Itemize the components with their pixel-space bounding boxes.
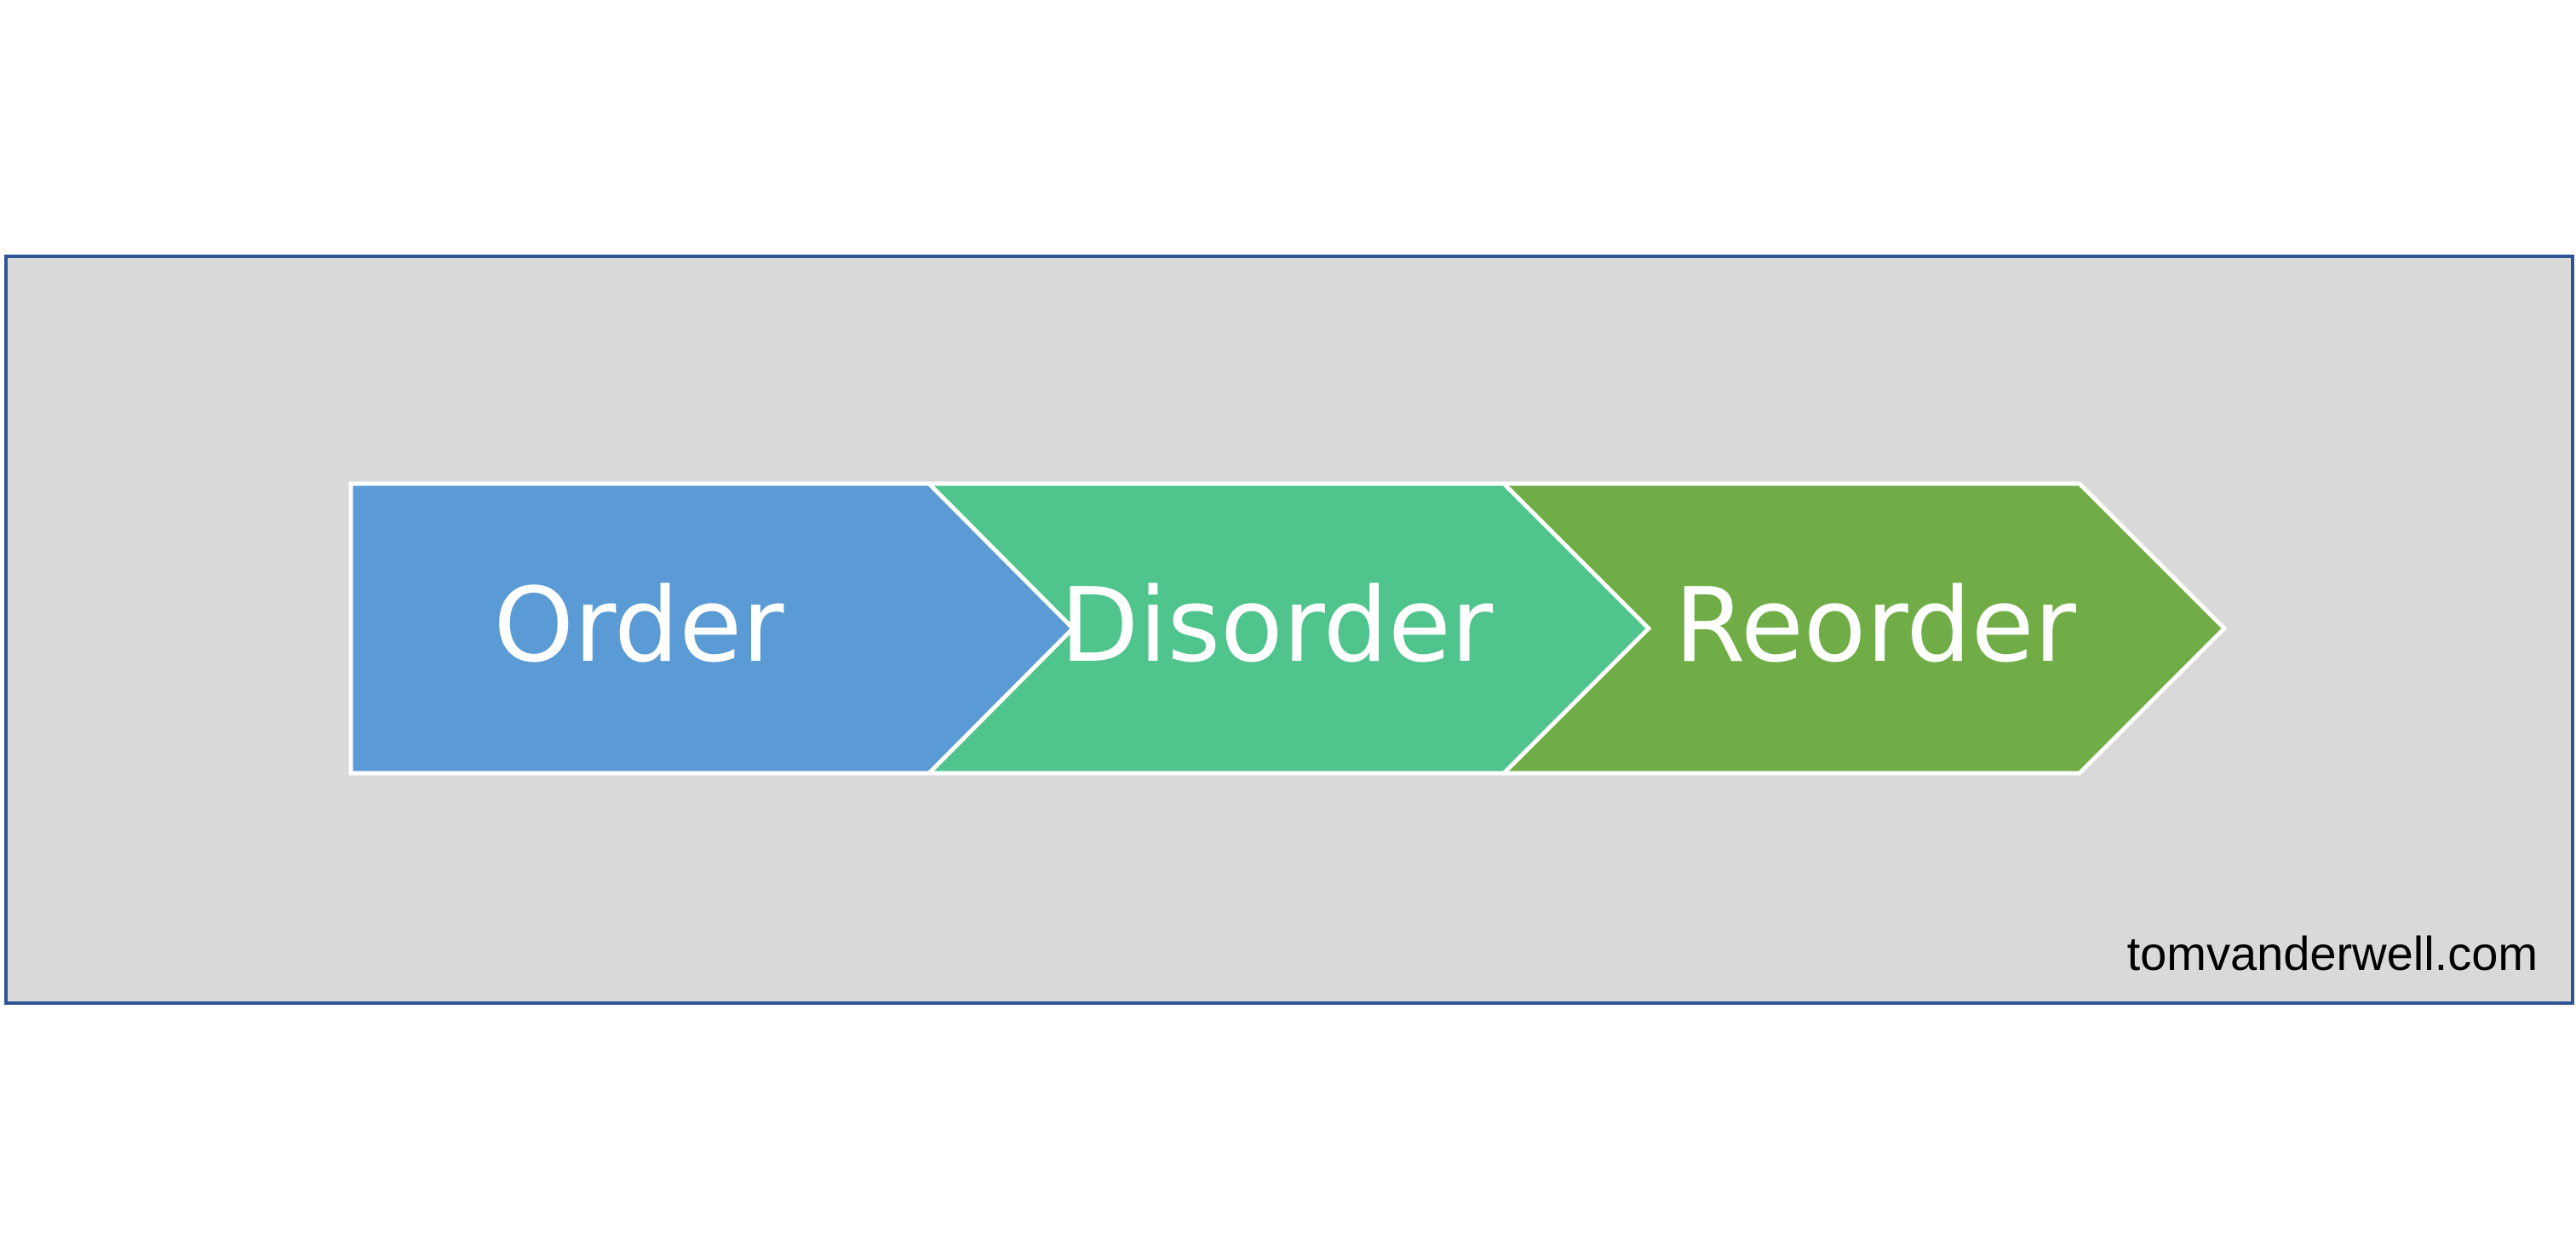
reorder-step-shape <box>1498 481 2228 776</box>
website-watermark: tomvanderwell.com <box>2126 926 2538 980</box>
reorder-step-label: Reorder <box>1674 567 2076 685</box>
order-step-label: Order <box>493 567 784 685</box>
disorder-step-label: Disorder <box>1059 567 1494 685</box>
